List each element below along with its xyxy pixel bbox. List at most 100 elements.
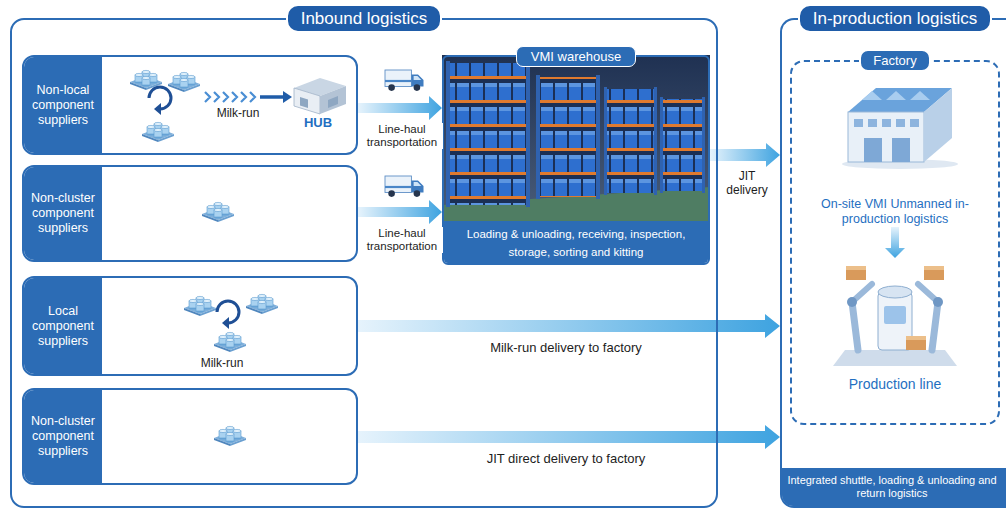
flow-arrow (358, 96, 442, 120)
factory-box: FactoryOn-site VMI Unmanned in-productio… (790, 60, 1000, 425)
warehouse-caption: Loading & unloading, receiving, inspecti… (467, 228, 686, 258)
milk-run-arrow (260, 95, 284, 99)
route-label: Milk-run (201, 357, 244, 371)
text-holder: VMI warehouse (444, 46, 708, 67)
milk-run-arrow (205, 91, 292, 103)
robot-line-icon (852, 302, 858, 350)
edge-label: JIT delivery (719, 170, 775, 198)
supplier-box: Non-cluster component suppliers (22, 388, 358, 485)
text-holder: In-production logistics (782, 4, 1006, 33)
text-holder: Local component suppliers (24, 278, 102, 374)
warehouse-box: VMI warehouseLoading & unloading, receiv… (442, 55, 710, 265)
factory-icon (868, 119, 877, 127)
warehouse-photo (702, 97, 705, 193)
robot-line-icon (884, 306, 906, 324)
edge-label: Line-haul transportation (361, 123, 443, 149)
supplier-label: Non-cluster component suppliers (27, 414, 99, 459)
hub-building (320, 86, 346, 114)
warehouse-photo (442, 55, 710, 233)
flow-arrow (710, 143, 780, 167)
robot-line-icon (846, 266, 866, 280)
text-holder: Integrated shuttle, loading & unloading … (782, 468, 1006, 506)
hub-building (294, 78, 346, 114)
truck-icon (385, 70, 424, 91)
edge-label: Milk-run delivery to factory (490, 341, 642, 356)
warehouse-photo (448, 63, 528, 205)
icon-caption: Production line (849, 376, 942, 393)
warehouse-photo (442, 55, 710, 233)
region-panel: Inbound logisticsNon-local component sup… (10, 18, 718, 508)
warehouse-photo (606, 89, 656, 193)
robot-line-icon (906, 336, 926, 350)
text-holder: Non-cluster component suppliers (24, 390, 102, 483)
factory-icon (864, 138, 882, 162)
pallet-group (142, 122, 174, 142)
robot-line-icon (933, 297, 943, 307)
factory-icon (848, 112, 924, 162)
robot-line-icon (932, 302, 938, 350)
warehouse-photo (526, 61, 530, 207)
pallet-group (184, 296, 216, 316)
flow-arrow-shape (358, 96, 442, 120)
supplier-box: Non-local component suppliers (22, 55, 358, 155)
edge-label: JIT direct delivery to factory (487, 452, 646, 467)
text-holder: On-site VMI Unmanned in-production logis… (800, 197, 990, 227)
flow-arrow-shape (885, 227, 905, 258)
pallet-group (184, 294, 278, 352)
warehouse-title: VMI warehouse (516, 46, 636, 67)
robot-line-icon (924, 266, 944, 280)
icon-node: On-site VMI Unmanned in-production logis… (800, 72, 990, 227)
text-holder: Loading & unloading, receiving, inspecti… (444, 221, 708, 263)
factory-icon (896, 119, 905, 127)
hub-building (300, 97, 308, 108)
region-panel: In-production logisticsIntegrated shuttl… (780, 18, 1006, 508)
warehouse-photo (604, 87, 607, 195)
pallet-group (246, 294, 278, 314)
flow-arrow-shape (358, 200, 442, 224)
supplier-label: Non-local component suppliers (27, 83, 99, 128)
milk-run-arrow (283, 91, 292, 103)
robot-line-icon (847, 297, 857, 307)
factory-title: Factory (859, 49, 930, 72)
truck-icon (385, 176, 424, 197)
pallet-group (168, 72, 200, 92)
icon-node: Production line (800, 258, 990, 393)
robot-line-icon (906, 336, 926, 340)
robot-line-icon (846, 266, 866, 270)
text-holder: Factory (792, 49, 998, 72)
robot-line-icon (833, 350, 957, 366)
factory-icon (892, 138, 910, 162)
robot-line-icon (833, 266, 957, 366)
pallet-icon (202, 202, 234, 222)
factory-icon (842, 88, 958, 169)
flow-arrow (885, 227, 905, 258)
text-holder: Production line (800, 375, 990, 393)
factory-icon (924, 88, 952, 162)
supplier-box: Local component suppliers (22, 276, 358, 376)
factory-icon (886, 91, 906, 100)
warehouse-photo (536, 75, 540, 199)
robot-line-icon (878, 286, 912, 298)
supplier-label: Non-cluster component suppliers (27, 191, 99, 236)
pallet-icon (214, 426, 246, 446)
warehouse-photo (446, 61, 450, 207)
text-holder: Non-local component suppliers (24, 57, 102, 153)
hub-building (328, 96, 338, 108)
factory-icon (882, 119, 891, 127)
hub-label: HUB (304, 116, 332, 131)
warehouse-photo (596, 75, 600, 199)
panel-title: In-production logistics (798, 4, 992, 33)
pallet-group (130, 70, 200, 142)
band-caption: Integrated shuttle, loading & unloading … (784, 474, 1000, 500)
icon-caption: On-site VMI Unmanned in-production logis… (820, 197, 970, 227)
flow-arrow (358, 200, 442, 224)
text-holder: Inbound logistics (12, 4, 716, 33)
factory-icon (910, 119, 919, 127)
warehouse-photo (660, 97, 663, 193)
pallet-group (217, 301, 239, 329)
pallet-group (214, 332, 246, 352)
milk-run-arrow (205, 92, 255, 102)
supplier-box: Non-cluster component suppliers (22, 165, 358, 262)
edge-label: Line-haul transportation (361, 227, 443, 253)
